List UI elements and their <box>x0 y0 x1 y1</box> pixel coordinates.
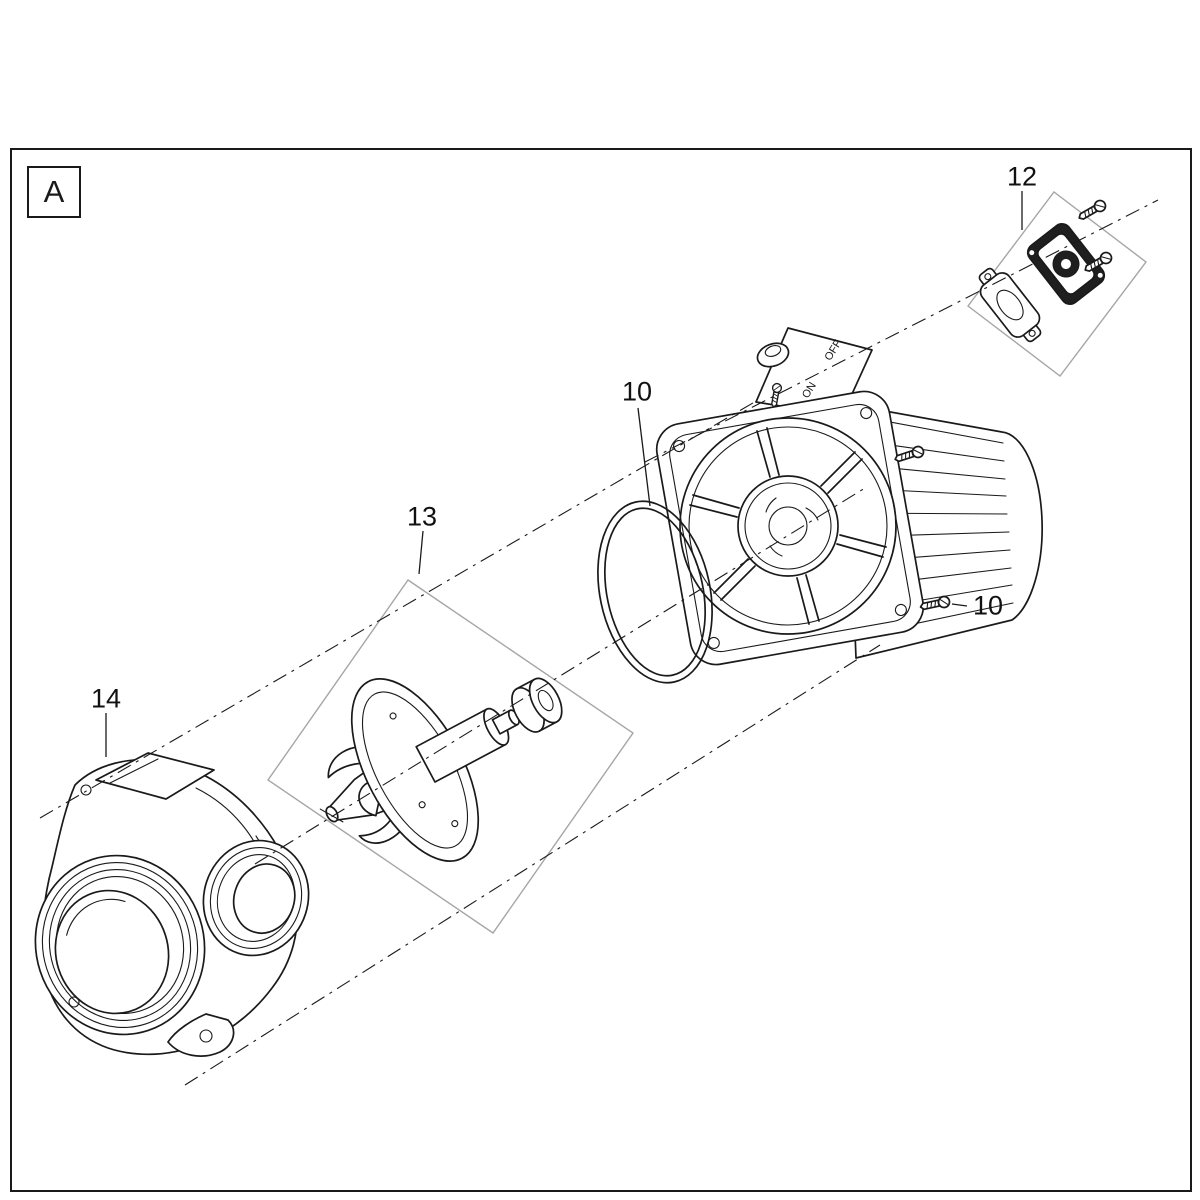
o-ring-seal <box>597 500 713 684</box>
leader-10-screw <box>951 603 968 607</box>
center-lines <box>39 199 1159 1086</box>
motor-cooling-fins <box>846 413 1014 637</box>
callout-10-screw: 10 <box>972 590 1004 621</box>
view-label-box: A <box>27 166 81 218</box>
leader-10-oring <box>637 407 651 507</box>
housing-foot <box>167 1013 235 1057</box>
wheel-spokes <box>689 427 887 625</box>
callout-12: 12 <box>1006 161 1038 192</box>
leader-13 <box>418 530 424 575</box>
housing-port-cap <box>54 889 170 1015</box>
view-label: A <box>43 174 65 209</box>
terminal-screw-1 <box>1075 197 1109 224</box>
terminal-connector-block <box>1026 223 1106 305</box>
callout-14: 14 <box>90 683 122 714</box>
motor-unit: OFF ON <box>655 327 1043 666</box>
center-line-lower <box>184 644 881 1086</box>
leader-lines <box>105 191 1023 757</box>
part-box-13 <box>267 579 634 934</box>
motor-front-plate <box>655 390 925 666</box>
part-box-12 <box>967 191 1147 377</box>
center-line-terminal <box>644 199 1159 463</box>
terminal-gasket <box>978 267 1042 343</box>
rotor-flange-disc <box>350 678 480 862</box>
housing-threaded-port-side <box>202 839 310 957</box>
center-line-upper <box>39 399 759 819</box>
callout-13: 13 <box>406 501 438 532</box>
housing-clip <box>95 752 215 800</box>
shaft-nut <box>511 677 563 733</box>
motor-face-wheel <box>679 417 897 635</box>
impeller-rotor-assembly <box>319 677 563 862</box>
pump-housing <box>34 752 310 1057</box>
callout-10-oring: 10 <box>621 376 653 407</box>
terminal-unit <box>978 197 1115 343</box>
